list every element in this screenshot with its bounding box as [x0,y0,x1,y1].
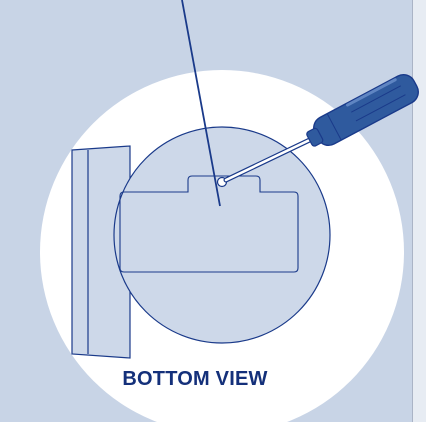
device-body [71,126,331,359]
screwdriver-icon [223,73,419,183]
caption-bottom-view: BOTTOM VIEW [122,368,268,390]
pointer-line [181,0,221,207]
compartment-cover [119,175,299,273]
right-edge-strip [412,0,426,422]
